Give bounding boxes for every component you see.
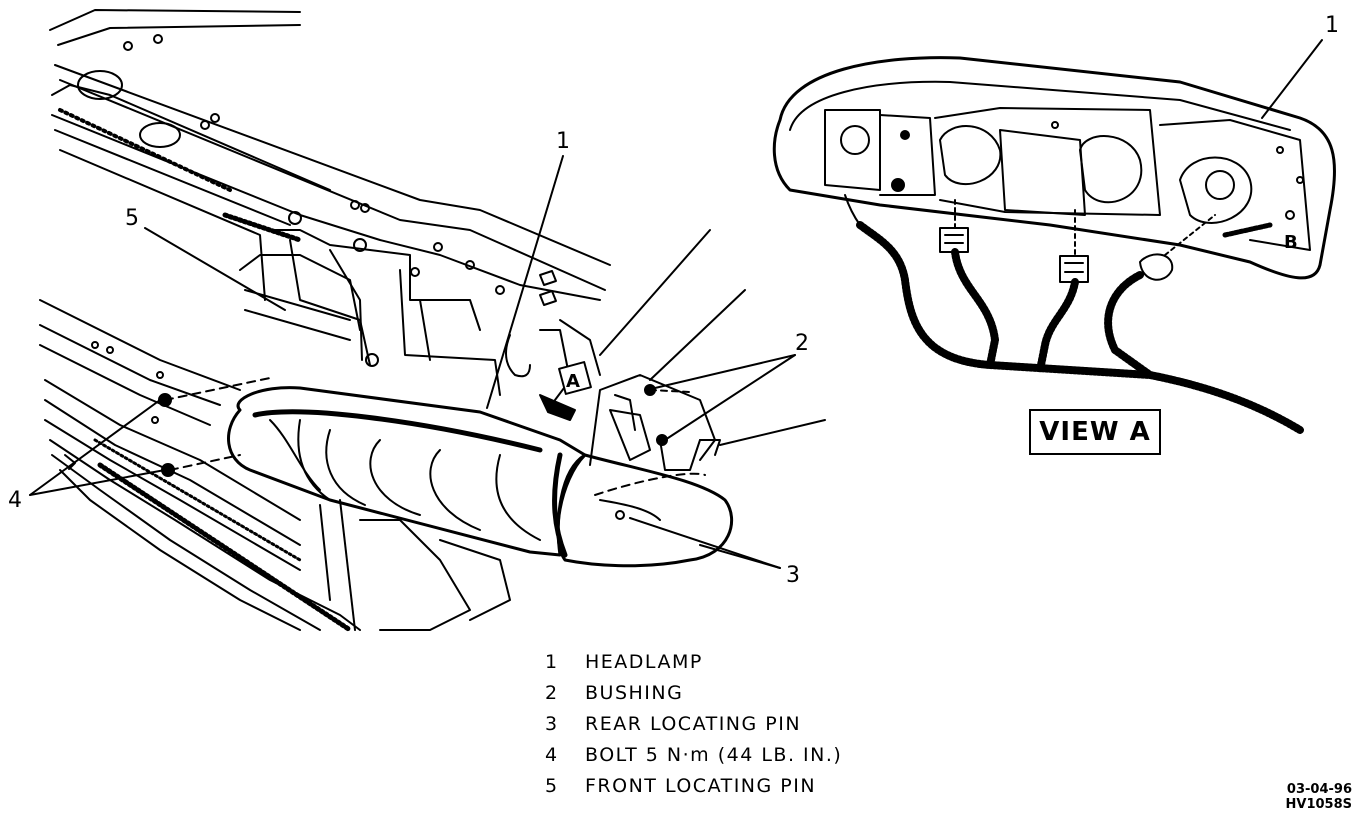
callout-1-view: 1 [1325, 13, 1339, 38]
callout-2: 2 [795, 331, 809, 356]
callout-1-main: 1 [556, 129, 570, 154]
legend-label: REAR LOCATING PIN [585, 712, 802, 735]
callout-labels: 1 5 2 3 4 1 A B [8, 13, 1339, 588]
legend-number: 1 [545, 650, 559, 673]
legend-item: 4 BOLT 5 N·m (44 LB. IN.) [545, 739, 965, 770]
headlamp-assembly [227, 319, 734, 568]
view-a-detail [772, 56, 1337, 434]
legend-number: 3 [545, 712, 559, 735]
legend-number: 2 [545, 681, 559, 704]
callout-4: 4 [8, 488, 22, 513]
legend-label: HEADLAMP [585, 650, 703, 673]
view-a-label: VIEW A [1029, 409, 1161, 455]
legend-item: 1 HEADLAMP [545, 646, 965, 677]
legend-number: 4 [545, 743, 559, 766]
leader-lines [29, 39, 1323, 569]
bolt-icons [158, 384, 668, 520]
callout-5: 5 [125, 206, 139, 231]
figure-date: 03-04-96 [1286, 782, 1352, 797]
figure-id: HV1058S [1285, 797, 1353, 812]
legend: 1 HEADLAMP 2 BUSHING 3 REAR LOCATING PIN… [545, 646, 965, 801]
figure-code: 03-04-96 HV1058S [1286, 782, 1353, 812]
view-arrow-letter: A [566, 371, 580, 392]
fender-grille [39, 299, 511, 633]
view-a-arrow [539, 361, 592, 421]
bolt-paths [164, 377, 706, 496]
callout-3: 3 [786, 563, 800, 588]
legend-label: BOLT 5 N·m (44 LB. IN.) [585, 743, 843, 766]
legend-number: 5 [545, 774, 559, 797]
view-b-letter: B [1284, 232, 1298, 253]
legend-label: FRONT LOCATING PIN [585, 774, 817, 797]
legend-item: 2 BUSHING [545, 677, 965, 708]
legend-item: 3 REAR LOCATING PIN [545, 708, 965, 739]
radiator-support [49, 9, 611, 396]
legend-item: 5 FRONT LOCATING PIN [545, 770, 965, 801]
legend-label: BUSHING [585, 681, 684, 704]
